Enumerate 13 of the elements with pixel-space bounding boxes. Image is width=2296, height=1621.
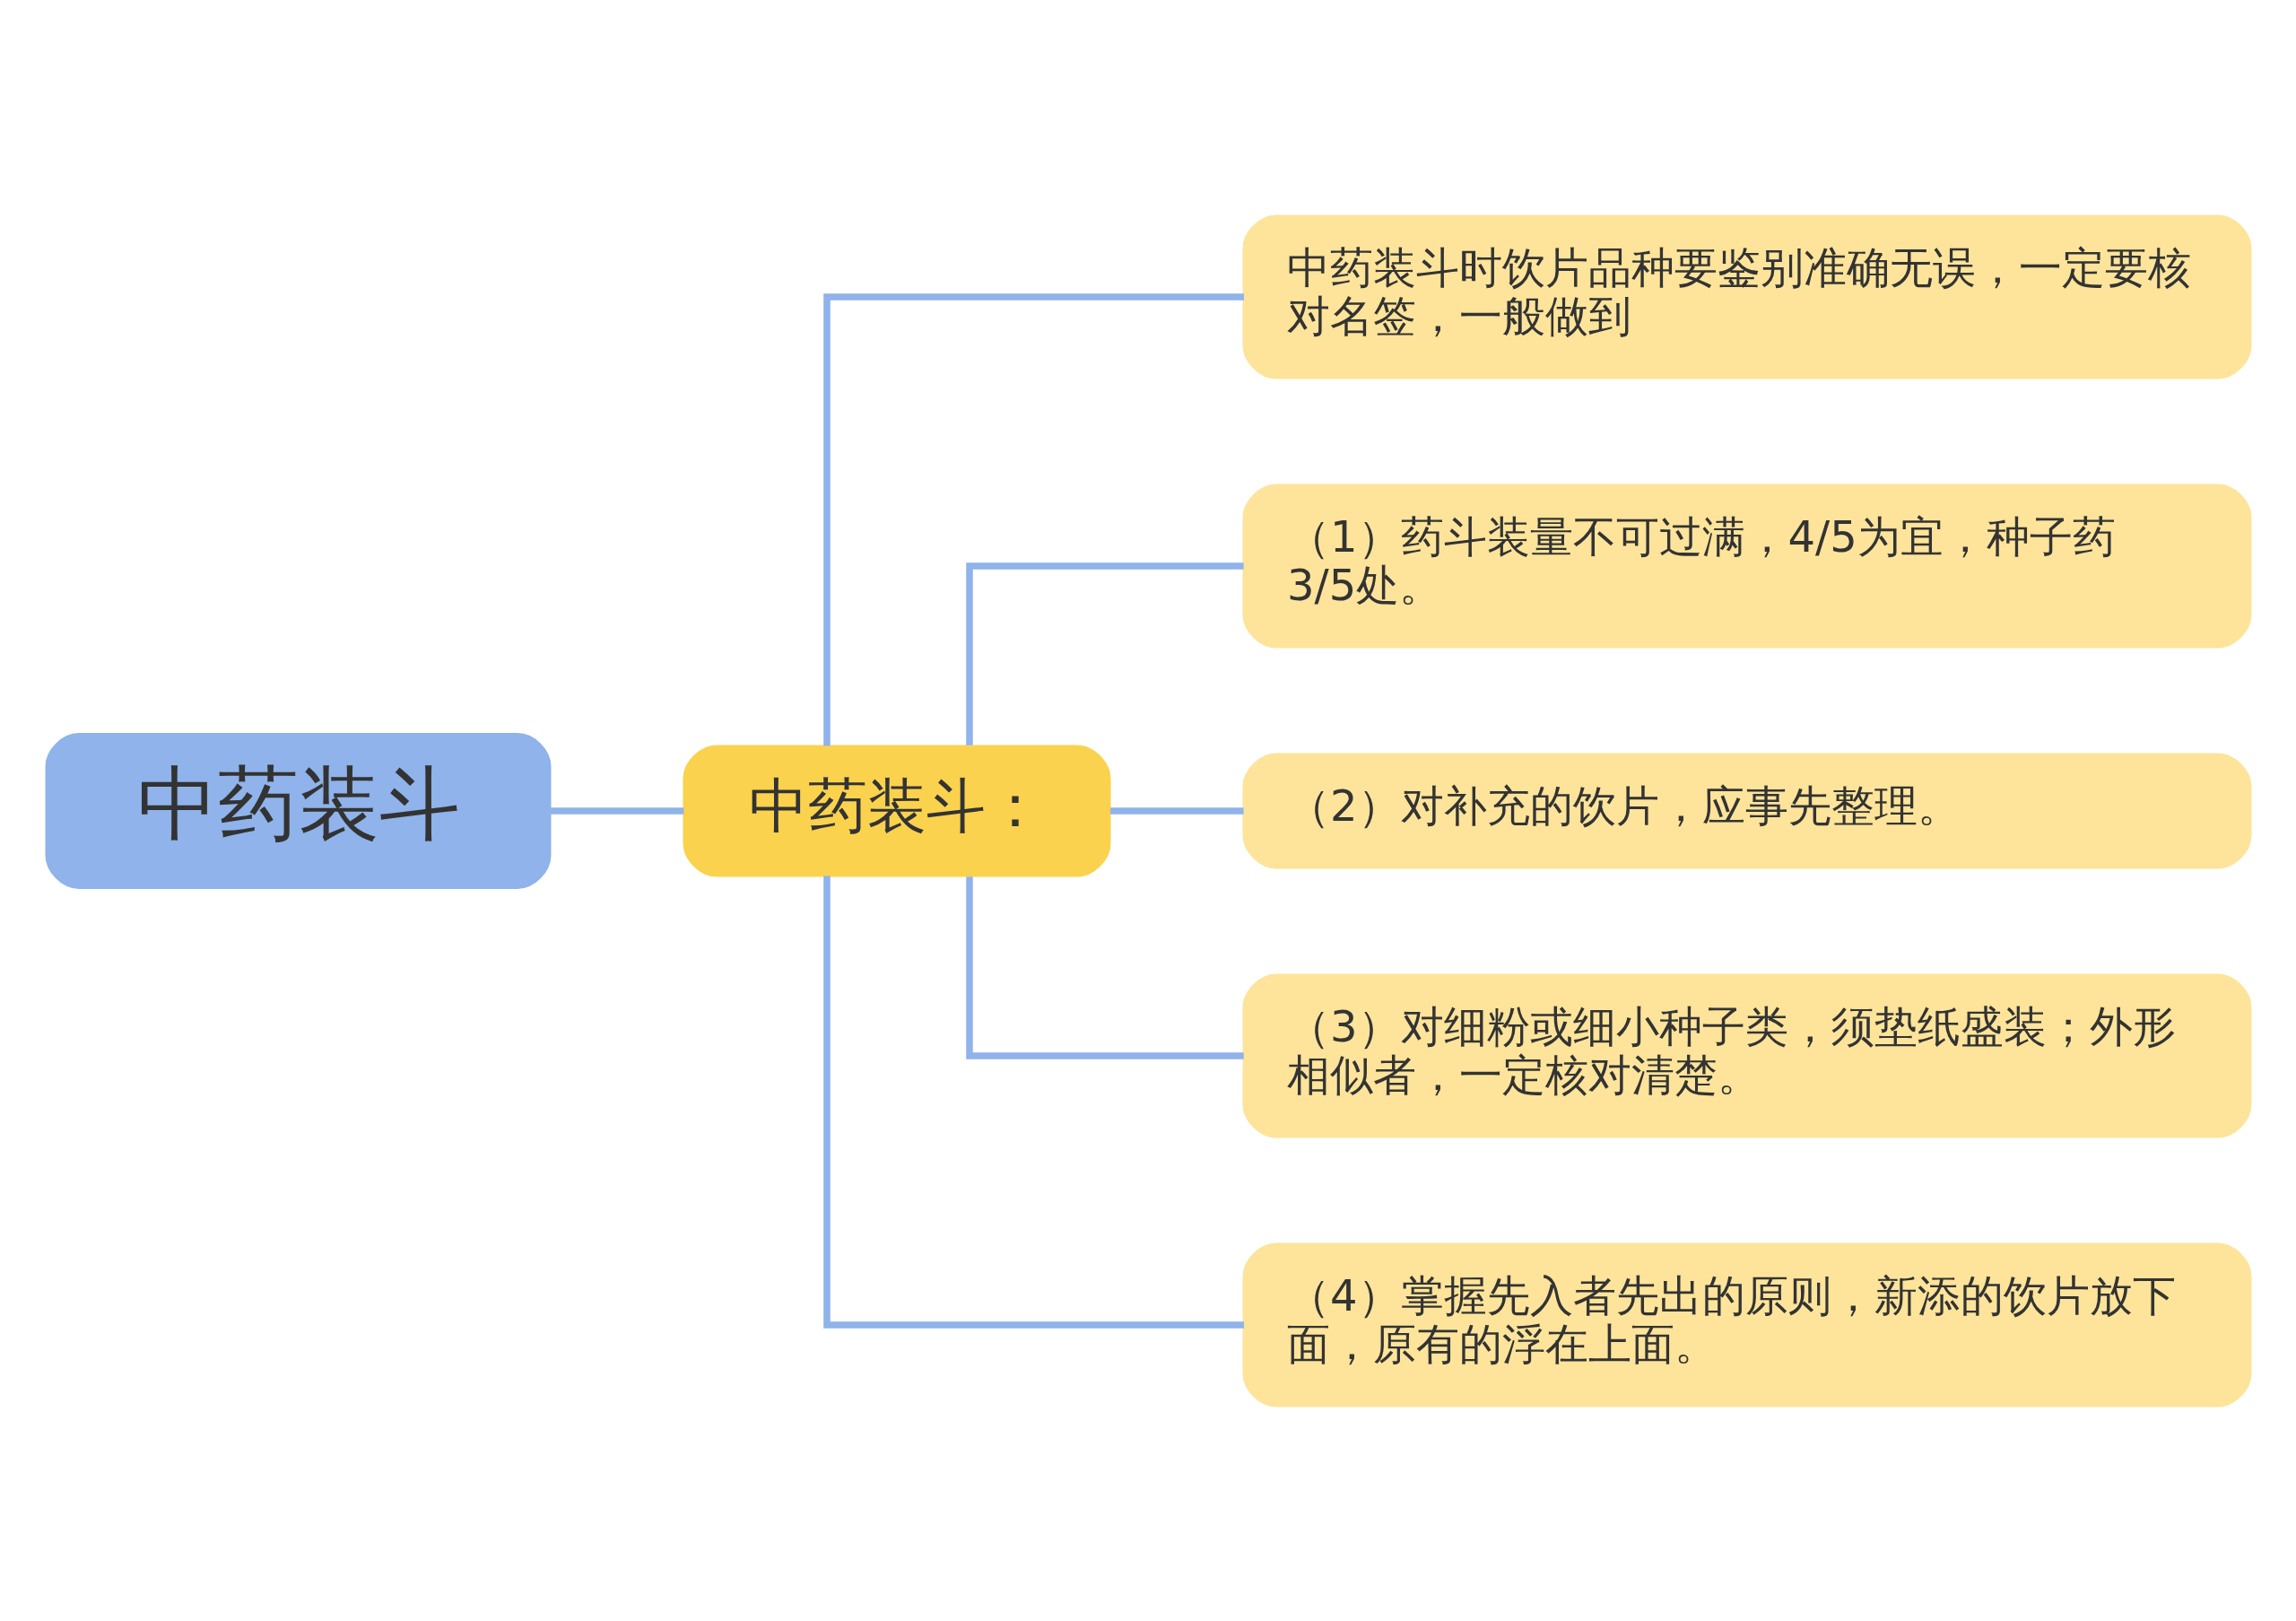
connector	[965, 876, 1244, 1059]
node-box: （3）对细粉或细小种子类，须垫纸盛装；外形相似者，一定核对清楚。	[1242, 973, 2251, 1137]
node-box: （4）掌握先入者先出的原则，新添的饮片放下面，原有的浮在上面。	[1242, 1242, 2251, 1407]
connector	[550, 806, 683, 815]
connector	[965, 562, 1244, 745]
node-box: 中药装斗	[45, 732, 551, 889]
node-box: （2）对补充的饮片，应事先整理。	[1242, 753, 2251, 868]
connector	[822, 292, 1244, 745]
node-box: 中药装斗时饮片品种要鉴别准确无误，一定要核对名签，一般做到	[1242, 214, 2251, 379]
connector	[822, 876, 1244, 1329]
node-box: 中药装斗：	[683, 745, 1110, 876]
connector	[1109, 806, 1244, 815]
node-box: （1）药斗装量不可过满，4/5为宜，种子药3/5处。	[1242, 484, 2251, 648]
